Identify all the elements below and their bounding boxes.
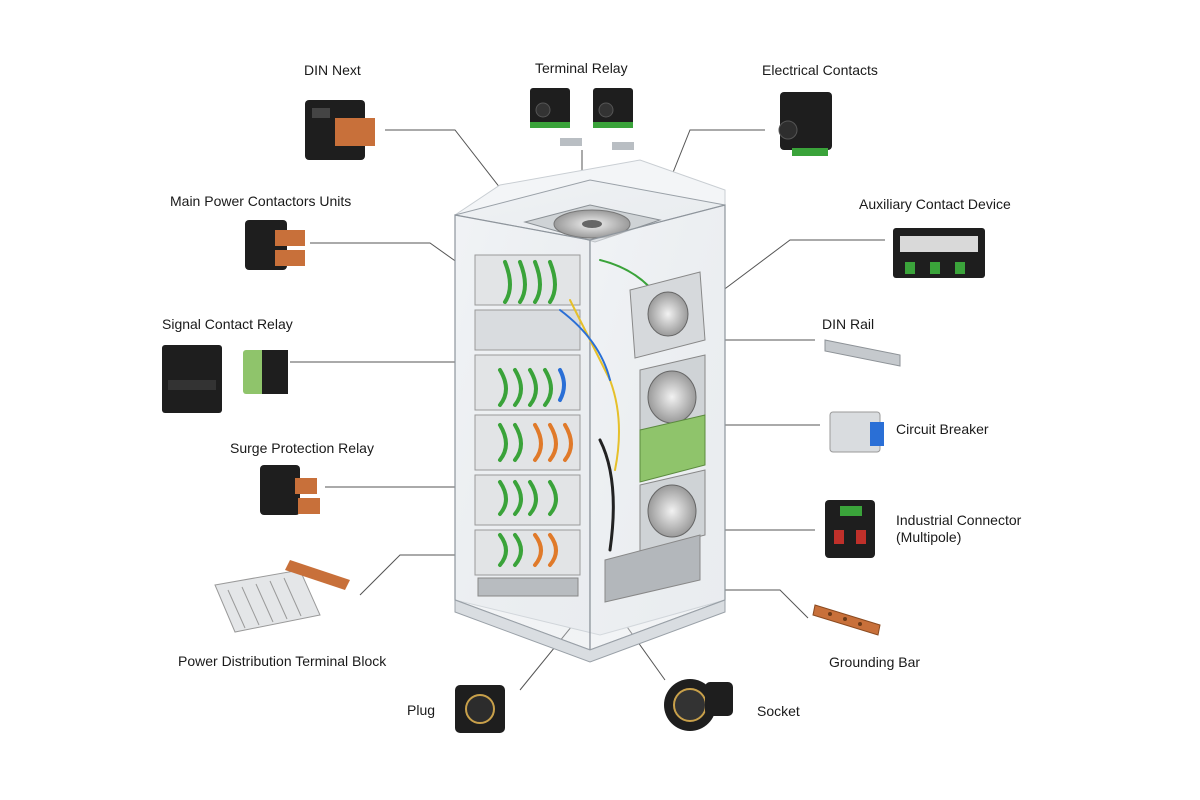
- label-terminal-relay: Terminal Relay: [535, 60, 628, 76]
- label-socket: Socket: [757, 703, 800, 719]
- label-din-rail: DIN Rail: [822, 316, 875, 332]
- label-power-distribution: Power Distribution Terminal Block: [178, 653, 387, 669]
- din-rail-component: [824, 339, 901, 367]
- socket-component: [664, 679, 733, 731]
- label-surge-relay: Surge Protection Relay: [230, 440, 374, 456]
- label-electrical-contacts: Electrical Contacts: [762, 62, 878, 78]
- leader-auxiliary: [709, 239, 885, 301]
- cabinet: [454, 159, 726, 663]
- din-next-component: [305, 100, 375, 160]
- terminal-relay-component: [530, 88, 634, 150]
- grounding-bar-component: [812, 604, 881, 636]
- side-modules: [604, 271, 706, 603]
- plug-component: [455, 685, 505, 733]
- label-plug: Plug: [407, 702, 436, 718]
- fan-icon: [647, 484, 697, 538]
- label-industrial-connector: Industrial Connector (Multipole): [896, 512, 1022, 545]
- power-distribution-component: [214, 560, 350, 633]
- label-main-power: Main Power Contactors Units: [170, 193, 352, 209]
- leader-main-power: [310, 242, 476, 276]
- industrial-connector-component: [825, 500, 875, 558]
- main-power-contactor-component: [245, 220, 305, 270]
- auxiliary-contact-component: [893, 228, 985, 278]
- signal-relay-component: [162, 345, 288, 413]
- fan-icon: [647, 370, 697, 424]
- fan-icon: [647, 291, 689, 337]
- label-auxiliary: Auxiliary Contact Device: [859, 196, 1011, 212]
- label-grounding-bar: Grounding Bar: [829, 654, 921, 670]
- label-signal-relay: Signal Contact Relay: [162, 316, 293, 332]
- surge-relay-component: [260, 465, 320, 515]
- leader-power-distribution: [359, 554, 470, 596]
- electrical-contacts-component: [778, 92, 832, 156]
- wiring: [498, 259, 661, 567]
- circuit-breaker-component: [829, 411, 884, 453]
- label-din-next: DIN Next: [304, 62, 361, 78]
- label-circuit-breaker: Circuit Breaker: [896, 421, 989, 437]
- front-rack: [474, 254, 581, 597]
